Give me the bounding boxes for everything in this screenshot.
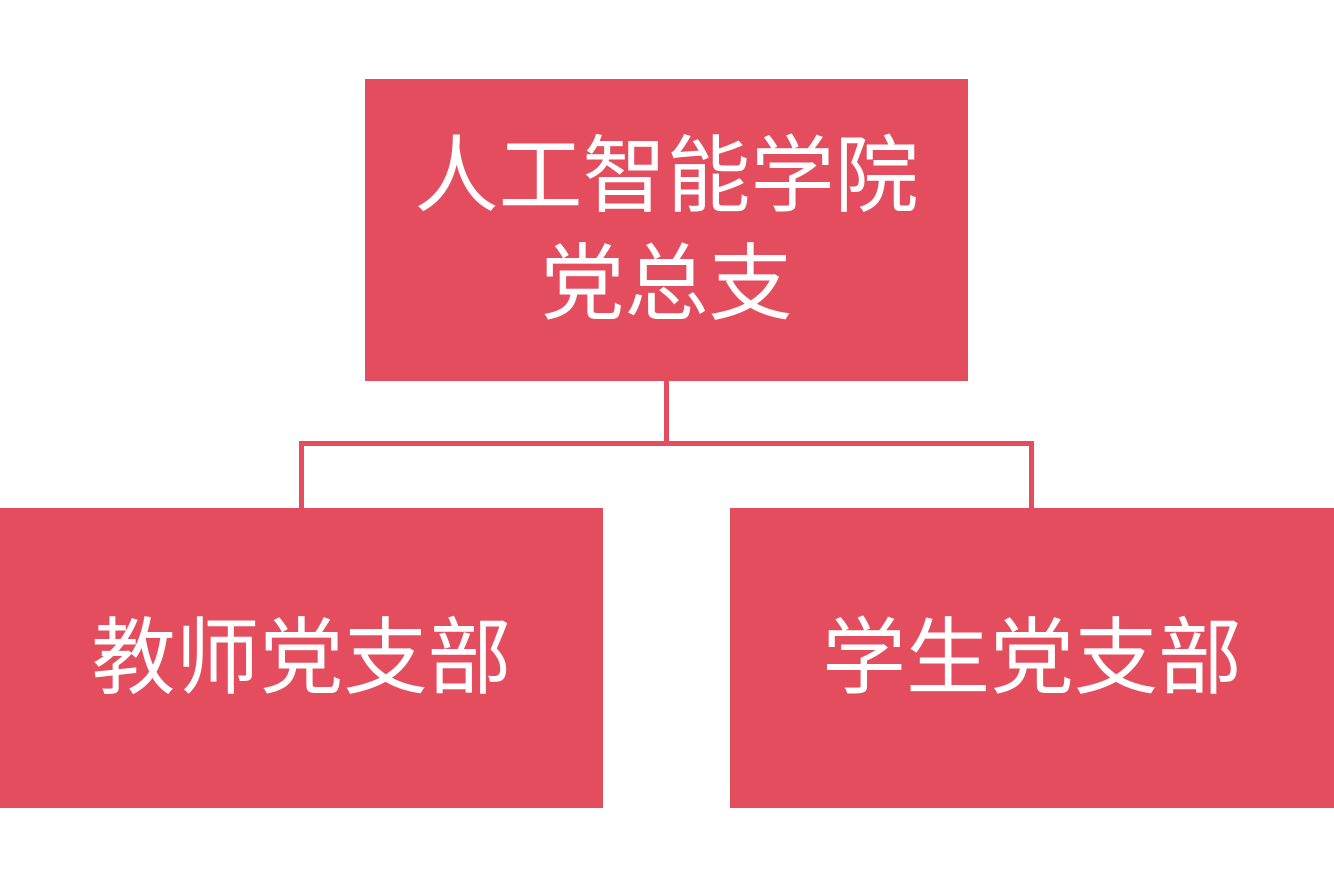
root-node-label-line2: 党总支 bbox=[540, 235, 793, 333]
child-node-teachers: 教师党支部 bbox=[0, 508, 603, 808]
connector-right-down bbox=[1029, 441, 1034, 509]
child-node-label: 教师党支部 bbox=[91, 609, 512, 707]
connector-left-down bbox=[299, 441, 304, 509]
root-node: 人工智能学院 党总支 bbox=[365, 79, 968, 381]
connector-horizontal bbox=[299, 441, 1034, 446]
child-node-label: 学生党支部 bbox=[821, 609, 1242, 707]
child-node-students: 学生党支部 bbox=[730, 508, 1334, 808]
connector-root-down bbox=[664, 380, 669, 446]
root-node-label-line1: 人工智能学院 bbox=[414, 127, 919, 225]
